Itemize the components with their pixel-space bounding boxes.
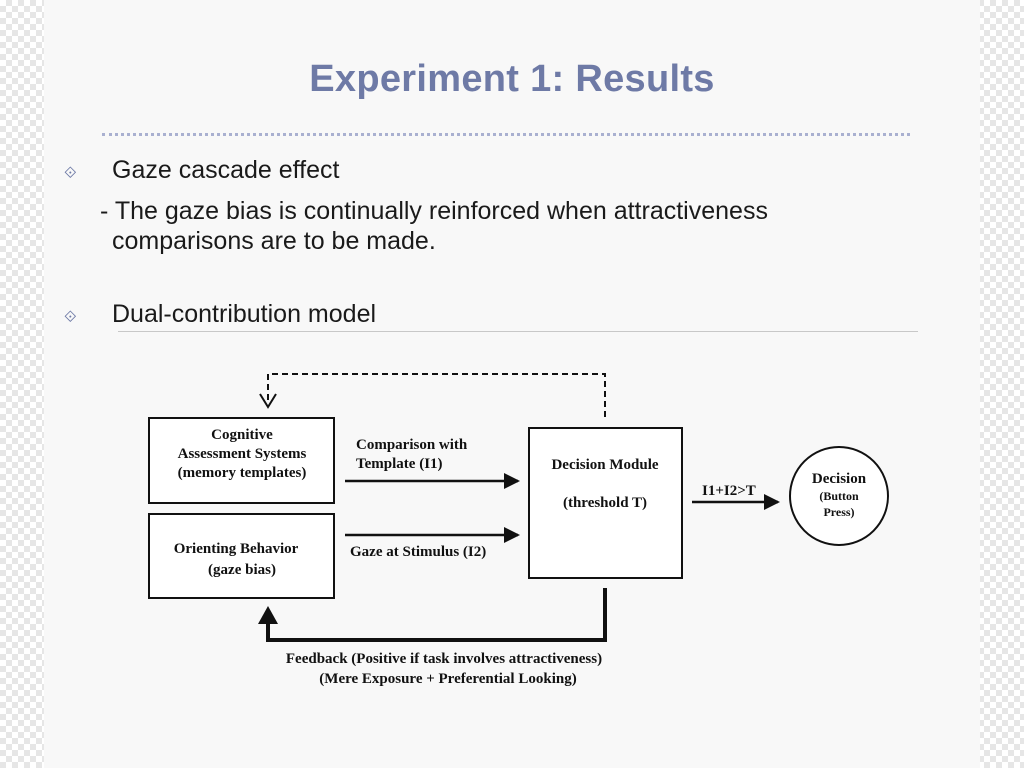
decision-circle-line3: Press): [823, 505, 854, 519]
threshold-label: I1+I2>T: [702, 483, 756, 499]
diamond-bullet-icon: ⟐: [64, 165, 77, 182]
orienting-behavior-box: [148, 513, 335, 599]
cognitive-box-line3: (memory templates): [178, 465, 307, 481]
feedback-label-line1: Feedback (Positive if task involves attr…: [286, 651, 602, 667]
orienting-box-line1: Orienting Behavior: [174, 541, 299, 557]
dashed-loop-arrowhead: [259, 393, 277, 409]
decision-module-line1: Decision Module: [551, 457, 658, 473]
dashed-loop-line: [267, 373, 606, 417]
slide-title: Experiment 1: Results: [309, 58, 715, 100]
cognitive-box-line2: Assessment Systems: [178, 446, 307, 462]
title-divider: [102, 133, 910, 136]
comparison-label-line2: Template (I1): [356, 456, 443, 472]
decision-circle-line2: (Button: [819, 489, 859, 503]
decision-module-line2: (threshold T): [563, 495, 647, 511]
feedback-loop-arrowhead: [258, 606, 278, 624]
orienting-box-line2: (gaze bias): [208, 562, 276, 578]
cognitive-box-line1: Cognitive: [211, 427, 273, 443]
bullet-gaze-cascade-detail-line1: - The gaze bias is continually reinforce…: [100, 197, 768, 225]
bullet-gaze-cascade-detail-line2: comparisons are to be made.: [112, 227, 436, 255]
diamond-bullet-icon: ⟐: [64, 309, 77, 326]
decision-module-box: [528, 427, 683, 579]
slide: Experiment 1: Results ⟐ Gaze cascade eff…: [44, 0, 980, 768]
bullet-gaze-cascade: Gaze cascade effect: [112, 156, 340, 184]
feedback-loop-line: [266, 588, 607, 642]
decision-circle-line1: Decision: [812, 471, 867, 487]
decision-circle: [789, 446, 889, 546]
dual-contribution-diagram: Cognitive Assessment Systems (memory tem…: [148, 373, 889, 687]
feedback-label-line2: (Mere Exposure + Preferential Looking): [319, 671, 576, 687]
bullet-dual-contribution: Dual-contribution model: [112, 300, 377, 328]
comparison-label-line1: Comparison with: [356, 437, 468, 453]
cognitive-assessment-box: [148, 417, 335, 504]
gaze-label: Gaze at Stimulus (I2): [350, 544, 486, 560]
bullet-underline: [118, 331, 918, 332]
